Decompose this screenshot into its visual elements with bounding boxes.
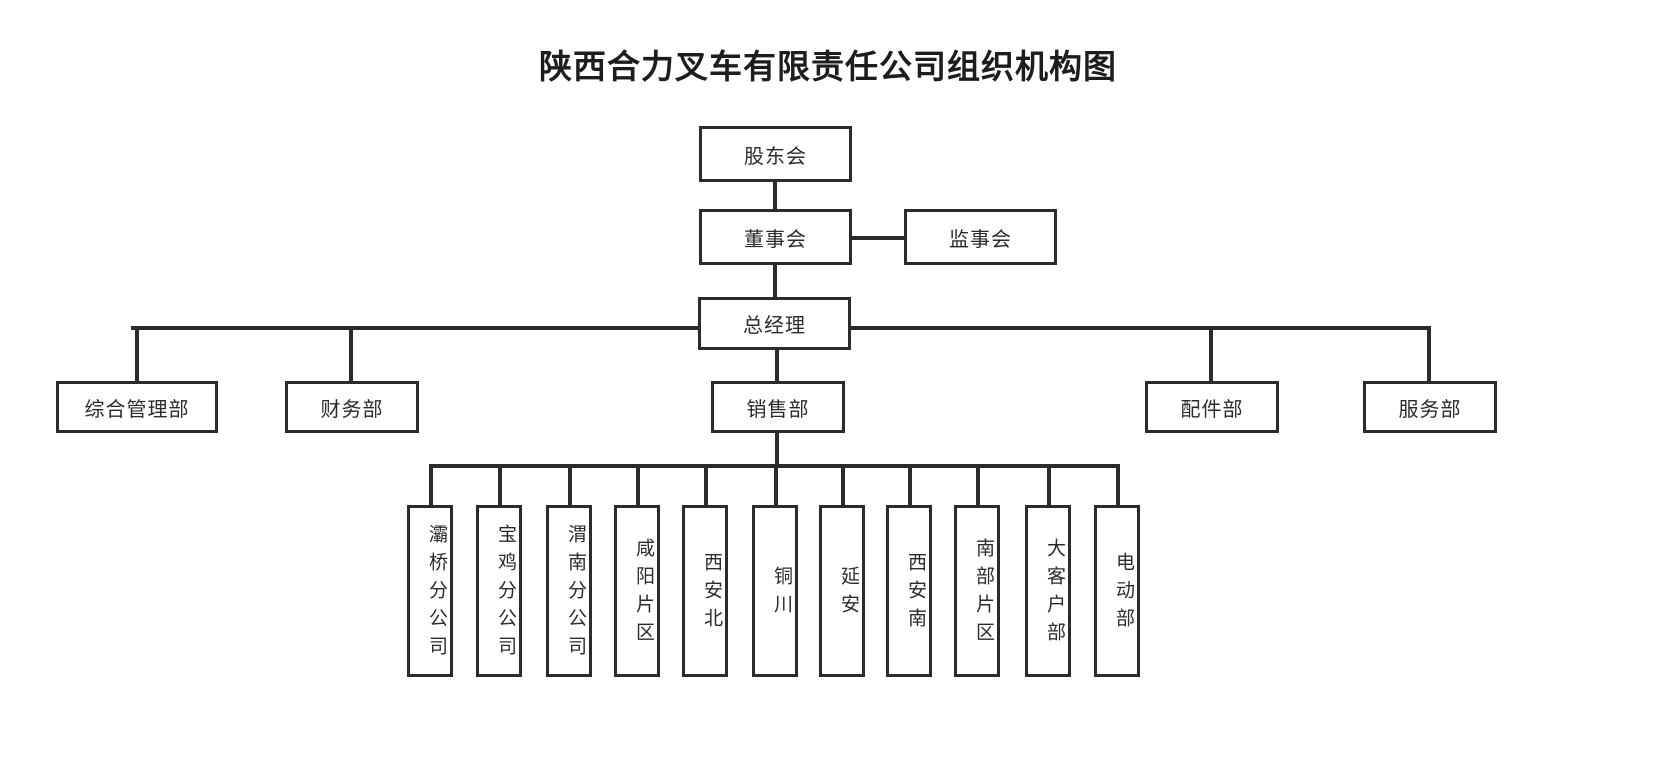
page-title: 陕西合力叉车有限责任公司组织机构图 (539, 48, 1117, 85)
connector-drop-baoji (498, 464, 502, 506)
node-branch-weinan[interactable]: 渭南分公司 (546, 505, 592, 677)
node-finance-department[interactable]: 财务部 (285, 381, 419, 433)
connector-drop-service (1427, 326, 1431, 382)
node-branch-electric[interactable]: 电动部 (1094, 505, 1140, 677)
node-parts-department[interactable]: 配件部 (1145, 381, 1279, 433)
node-branch-baoji[interactable]: 宝鸡分公司 (476, 505, 522, 677)
node-general-manager[interactable]: 总经理 (698, 297, 851, 350)
node-sales-department[interactable]: 销售部 (711, 381, 845, 433)
connector-sales-down (775, 431, 779, 466)
connector-drop-tongchuan (774, 464, 778, 506)
node-branch-tongchuan[interactable]: 铜川 (752, 505, 798, 677)
connector-drop-baqiao (429, 464, 433, 506)
connector-drop-finance (349, 326, 353, 382)
node-branch-baqiao[interactable]: 灞桥分公司 (407, 505, 453, 677)
connector-drop-nanbu (976, 464, 980, 506)
node-admin-department[interactable]: 综合管理部 (56, 381, 218, 433)
connector-drop-parts (1209, 326, 1213, 382)
node-shareholders[interactable]: 股东会 (699, 126, 852, 182)
connector-drop-keyaccount (1047, 464, 1051, 506)
node-branch-key-account[interactable]: 大客户部 (1025, 505, 1071, 677)
connector-drop-yanan (841, 464, 845, 506)
connector-shareholders-board (773, 180, 777, 212)
node-branch-nanbu[interactable]: 南部片区 (954, 505, 1000, 677)
node-service-department[interactable]: 服务部 (1363, 381, 1497, 433)
node-branch-xiannan[interactable]: 西安南 (886, 505, 932, 677)
connector-drop-xiannan (908, 464, 912, 506)
connector-drop-weinan (568, 464, 572, 506)
node-supervisors[interactable]: 监事会 (904, 209, 1057, 265)
connector-drop-admin (135, 326, 139, 382)
connector-board-supervisors (850, 236, 908, 240)
connector-drop-sales (775, 350, 779, 382)
connector-drop-electric (1116, 464, 1120, 506)
connector-board-gm (773, 263, 777, 299)
node-board[interactable]: 董事会 (699, 209, 852, 265)
node-branch-xianyang[interactable]: 咸阳片区 (614, 505, 660, 677)
connector-drop-xianyang (636, 464, 640, 506)
node-branch-yanan[interactable]: 延安 (819, 505, 865, 677)
node-branch-xianbei[interactable]: 西安北 (682, 505, 728, 677)
connector-drop-xianbei (704, 464, 708, 506)
